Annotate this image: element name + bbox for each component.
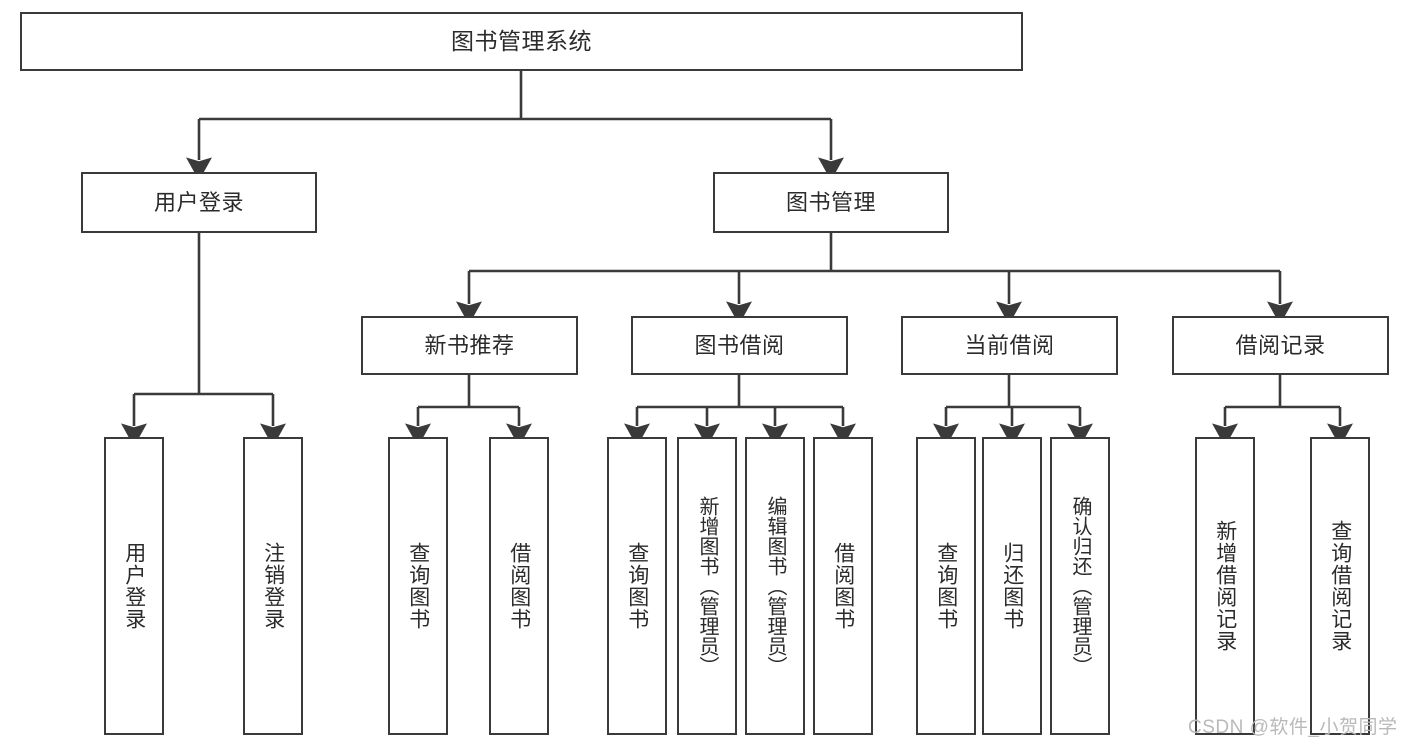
node-leaf-query-book-3-label: 查询图书 xyxy=(934,542,958,630)
node-leaf-query-book-3[interactable]: 查询图书 xyxy=(916,437,976,735)
node-borrow-record[interactable]: 借阅记录 xyxy=(1172,316,1389,375)
node-root[interactable]: 图书管理系统 xyxy=(20,12,1023,71)
node-leaf-query-record[interactable]: 查询借阅记录 xyxy=(1310,437,1370,735)
node-leaf-query-book-1-label: 查询图书 xyxy=(406,542,430,630)
node-leaf-edit-book[interactable]: 编辑图书（管理员） xyxy=(745,437,805,735)
node-root-label: 图书管理系统 xyxy=(451,28,592,55)
node-leaf-query-book-1[interactable]: 查询图书 xyxy=(388,437,448,735)
node-leaf-return-book[interactable]: 归还图书 xyxy=(982,437,1042,735)
node-current-borrow-label: 当前借阅 xyxy=(964,332,1055,358)
node-leaf-borrow-book-2[interactable]: 借阅图书 xyxy=(813,437,873,735)
node-new-book-recommend[interactable]: 新书推荐 xyxy=(361,316,578,375)
node-user-login[interactable]: 用户登录 xyxy=(81,172,317,233)
node-leaf-query-record-label: 查询借阅记录 xyxy=(1328,520,1352,652)
node-leaf-confirm-return[interactable]: 确认归还（管理员） xyxy=(1050,437,1110,735)
node-leaf-add-book-label: 新增图书（管理员） xyxy=(696,496,718,676)
node-leaf-add-record[interactable]: 新增借阅记录 xyxy=(1195,437,1255,735)
node-current-borrow[interactable]: 当前借阅 xyxy=(901,316,1118,375)
node-leaf-confirm-return-label: 确认归还（管理员） xyxy=(1069,496,1091,676)
node-leaf-user-login-label: 用户登录 xyxy=(122,542,146,630)
node-book-management-label: 图书管理 xyxy=(785,189,876,215)
watermark-text: CSDN @软件_小贺同学 xyxy=(1188,717,1398,738)
node-book-borrow-label: 图书借阅 xyxy=(694,332,785,358)
node-leaf-add-record-label: 新增借阅记录 xyxy=(1213,520,1237,652)
node-new-book-recommend-label: 新书推荐 xyxy=(424,332,515,358)
node-book-management[interactable]: 图书管理 xyxy=(713,172,949,233)
node-leaf-edit-book-label: 编辑图书（管理员） xyxy=(764,496,786,676)
node-book-borrow[interactable]: 图书借阅 xyxy=(631,316,848,375)
node-leaf-add-book[interactable]: 新增图书（管理员） xyxy=(677,437,737,735)
node-user-login-label: 用户登录 xyxy=(153,189,244,215)
node-leaf-borrow-book-1[interactable]: 借阅图书 xyxy=(489,437,549,735)
node-leaf-query-book-2[interactable]: 查询图书 xyxy=(607,437,667,735)
node-leaf-borrow-book-1-label: 借阅图书 xyxy=(507,542,531,630)
node-leaf-user-logout[interactable]: 注销登录 xyxy=(243,437,303,735)
node-leaf-query-book-2-label: 查询图书 xyxy=(625,542,649,630)
node-borrow-record-label: 借阅记录 xyxy=(1235,332,1326,358)
node-leaf-return-book-label: 归还图书 xyxy=(1000,542,1024,630)
node-leaf-borrow-book-2-label: 借阅图书 xyxy=(831,542,855,630)
node-leaf-user-logout-label: 注销登录 xyxy=(261,542,285,630)
node-leaf-user-login[interactable]: 用户登录 xyxy=(104,437,164,735)
